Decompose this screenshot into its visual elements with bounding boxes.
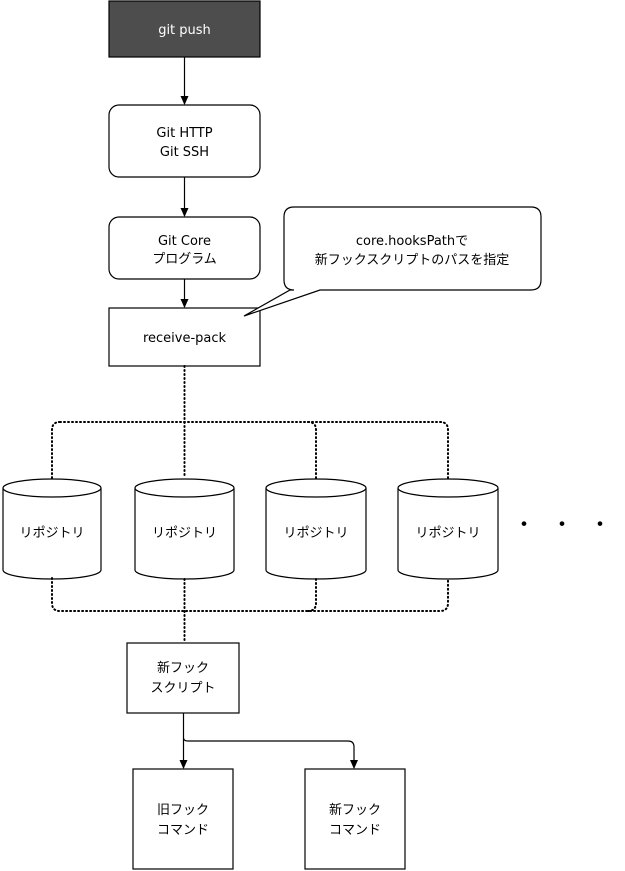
git-core-label: Git Core — [158, 234, 211, 249]
new-hook-script-line-1: 新フック — [157, 660, 209, 676]
dotted-to-repo-3 — [307, 421, 317, 479]
callout-line-2: 新フックスクリプトのパスを指定 — [315, 252, 510, 268]
more-repositories-ellipsis: ・・・ — [513, 513, 625, 538]
receive-pack-node — [108, 307, 261, 367]
git-http-ssh-node — [108, 104, 261, 178]
repository-4-label: リポジトリ — [415, 526, 480, 541]
repository-2-label: リポジトリ — [152, 526, 217, 541]
repository-4: リポジトリ — [397, 478, 499, 580]
git-ssh-label: Git SSH — [160, 145, 209, 160]
old-hook-command-node — [132, 768, 234, 870]
repository-3-label: リポジトリ — [283, 526, 348, 541]
repository-2: リポジトリ — [134, 478, 235, 580]
arrow-to-new-command — [182, 737, 358, 769]
repository-3: リポジトリ — [265, 478, 367, 580]
repository-1-label: リポジトリ — [19, 526, 84, 541]
old-hook-command-line-1: 旧フック — [157, 803, 209, 818]
old-hook-command-line-2: コマンド — [157, 823, 209, 838]
dotted-from-repo-3 — [307, 578, 317, 612]
new-hook-script-node — [126, 642, 240, 714]
new-hook-script-line-2: スクリプト — [150, 681, 215, 696]
new-hook-command-line-2: コマンド — [329, 823, 381, 838]
git-http-label: Git HTTP — [156, 126, 212, 141]
new-hook-command-line-1: 新フック — [329, 802, 381, 818]
receive-pack-label: receive-pack — [143, 331, 227, 346]
new-hook-command-node — [304, 768, 406, 870]
callout-line-1: core.hooksPathで — [356, 234, 468, 249]
dotted-top-bus-right — [59, 421, 449, 479]
git-push-node — [108, 0, 261, 58]
dotted-top-bus-left — [51, 421, 61, 479]
repository-1: リポジトリ — [2, 478, 102, 580]
dotted-bottom-bus — [51, 577, 449, 612]
git-core-program-label: プログラム — [152, 252, 217, 267]
git-push-label: git push — [158, 23, 211, 38]
callout-bubble — [243, 206, 542, 317]
